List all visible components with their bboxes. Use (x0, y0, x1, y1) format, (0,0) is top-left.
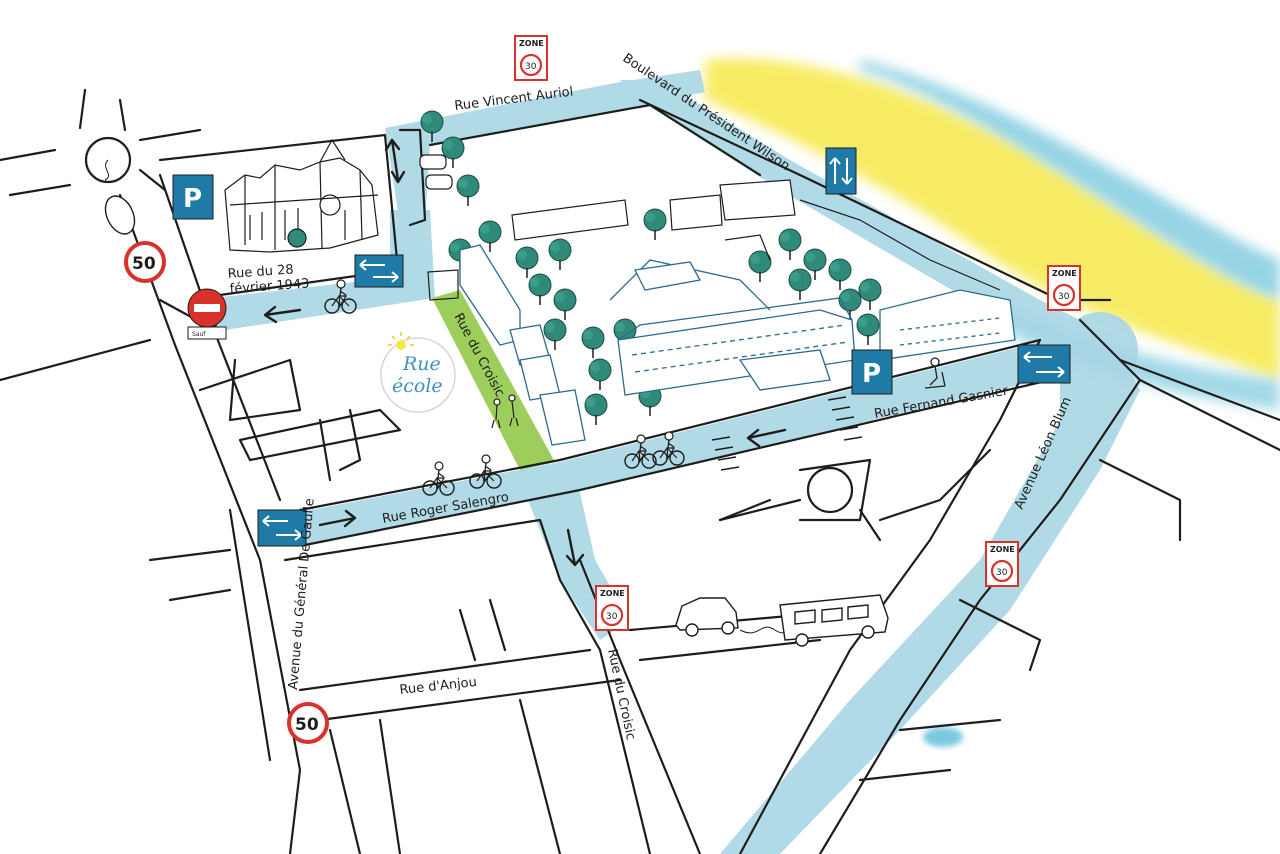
no-entry-sublabel: Sauf (192, 331, 206, 338)
zone-value: 30 (606, 612, 618, 622)
zone-title: ZONE (600, 589, 625, 598)
rue-ecole-logo: Rue école (380, 332, 456, 413)
zone-30-roads (195, 70, 1140, 854)
zone-title: ZONE (990, 545, 1015, 554)
scooter-rider-icon (924, 357, 946, 389)
church-icon (224, 138, 379, 253)
parking-sign-icon: P P (172, 174, 893, 395)
zone-30-sign: ZONE 30 ZONE 30 ZONE 30 ZONE 30 (513, 34, 1082, 632)
logo-line1: Rue (402, 353, 441, 375)
school-building-icon (459, 244, 1016, 446)
sun-icon (388, 332, 414, 350)
roundabout-icon (84, 136, 132, 184)
parked-cars (419, 154, 453, 190)
zone-title: ZONE (519, 39, 544, 48)
pond (923, 727, 963, 747)
street-network (0, 88, 1280, 854)
speed-limit-label: 50 (295, 715, 319, 735)
car-icon (104, 159, 136, 235)
sea-and-beach (705, 58, 1280, 747)
two-way-bike-sign-icon (257, 147, 1071, 547)
street-label-rue-anjou: Rue d'Anjou (399, 675, 478, 698)
pedestrian-crossing-icon (711, 396, 863, 471)
zone-value: 30 (1058, 292, 1070, 302)
parking-label: P (183, 184, 202, 214)
parking-label: P (862, 359, 881, 389)
street-label-rue-28-fevrier-2: février 1943 (229, 276, 310, 297)
one-way-arrow-icon (263, 138, 787, 567)
pedestrians (427, 269, 519, 429)
speed-limit-label: 50 (132, 254, 156, 274)
zone-title: ZONE (1052, 269, 1077, 278)
no-entry-sign-icon: Sauf (187, 288, 227, 340)
pedestrian-street-croisic (432, 290, 555, 470)
street-label-croisic-south: Rue du Croisic (604, 648, 638, 742)
bus-icon (779, 594, 889, 647)
logo-line2: école (392, 375, 443, 397)
zone-value: 30 (996, 568, 1008, 578)
roundabout-icon (806, 466, 854, 514)
street-label-rue-28-fevrier-1: Rue du 28 (227, 262, 294, 282)
speed-limit-50-sign: 50 50 (124, 241, 329, 744)
zone-value: 30 (525, 62, 537, 72)
houses-outline (511, 179, 1001, 291)
